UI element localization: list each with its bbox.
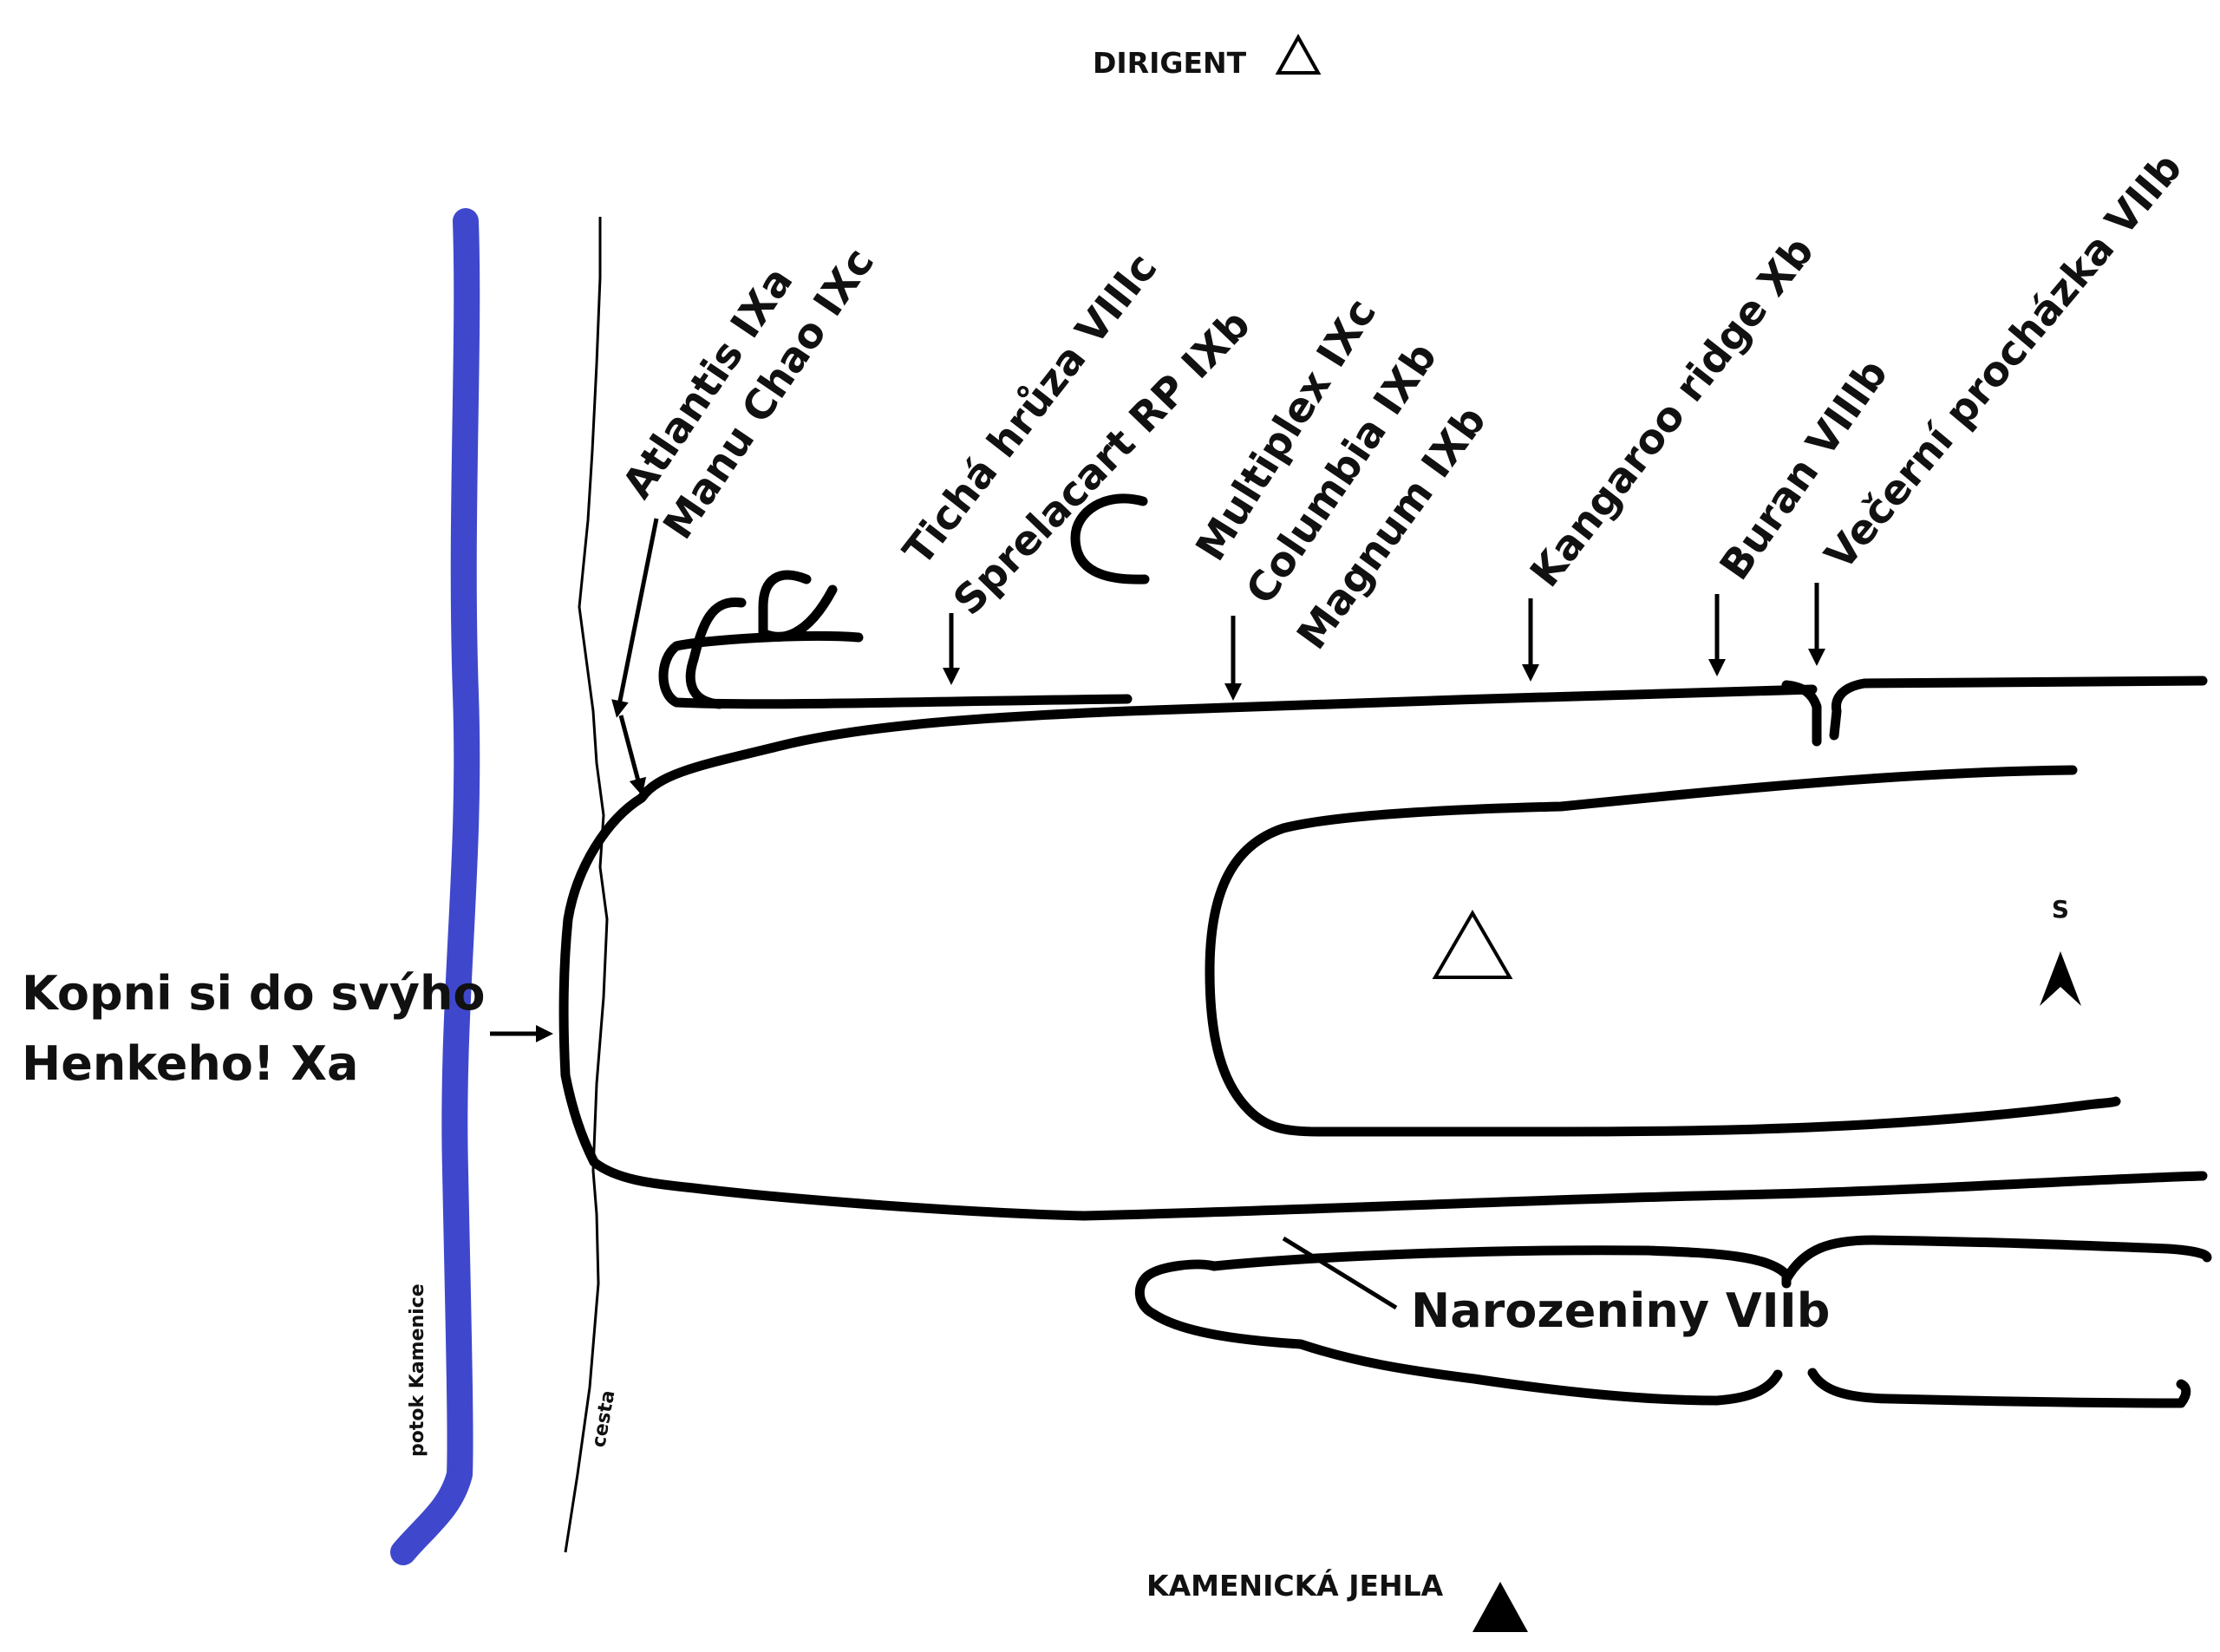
south-pillar-bottom-right bbox=[1807, 1368, 2191, 1408]
route-label-kopni-line1: Kopni si do svýho bbox=[22, 966, 486, 1021]
south-pillar-left bbox=[1134, 1259, 1783, 1406]
south-pillar-top bbox=[1209, 1245, 1792, 1289]
kamenicka-jehla-triangle-icon bbox=[1472, 1582, 1528, 1632]
south-pillar-right bbox=[1781, 1235, 2212, 1284]
notch-left bbox=[1781, 680, 1822, 747]
stream-label: potok Kamenice bbox=[407, 1283, 428, 1457]
route-label-narozeniny: Narozeniny VIIb bbox=[1411, 1283, 1830, 1338]
north-arrow-icon bbox=[2040, 951, 2081, 1006]
arrow-atlantis bbox=[618, 715, 647, 796]
summit-triangle-icon bbox=[1432, 910, 1513, 979]
boulder-1 bbox=[758, 570, 838, 642]
stream-line bbox=[390, 208, 480, 1565]
boulder-4 bbox=[1070, 493, 1150, 584]
route-label-kopni-line2: Henkeho! Xa bbox=[22, 1036, 358, 1091]
summit-block-outline bbox=[1205, 765, 2121, 1137]
arrow-narozeniny bbox=[1282, 1236, 1398, 1310]
peak-label-kamenicka-jehla: KAMENICKÁ JEHLA bbox=[1146, 1568, 1444, 1603]
peak-label-dirigent: DIRIGENT bbox=[1093, 46, 1247, 80]
path-label: cesta bbox=[588, 1388, 619, 1449]
boulder-2 bbox=[685, 597, 747, 709]
path-line bbox=[564, 217, 609, 1553]
arrow-manu-chao bbox=[611, 518, 659, 718]
boulder-3 bbox=[658, 630, 1133, 709]
notch-right bbox=[1829, 676, 2208, 741]
main-rock-outline bbox=[558, 684, 2208, 1221]
north-arrow-label: S bbox=[2052, 895, 2069, 924]
dirigent-triangle-icon bbox=[1275, 33, 1322, 75]
